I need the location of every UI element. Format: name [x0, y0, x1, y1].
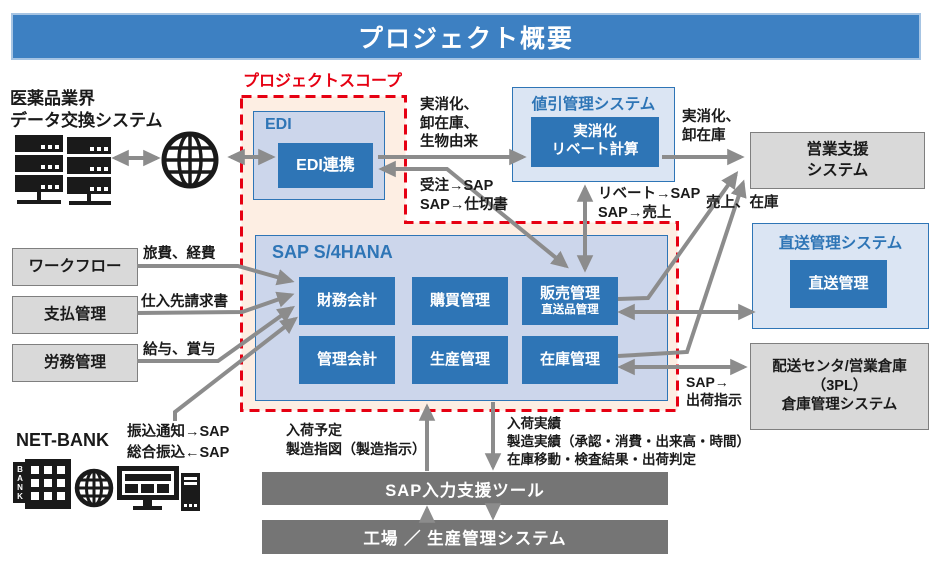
scope-label: プロジェクトスコープ [243, 73, 403, 90]
sap-module-finance: 財務会計 [299, 277, 395, 325]
sales-support-box: 営業支援 システム [750, 132, 925, 189]
label-labor-flow: 給与、賞与 [143, 342, 216, 358]
warehouse-box: 配送センタ/営業倉庫 （3PL） 倉庫管理システム [750, 343, 929, 430]
workflow-box: ワークフロー [12, 248, 138, 286]
label-rebate-to-sap: リベート→SAP SAP→売上 [598, 186, 701, 221]
direct-module: 直送管理 [790, 260, 887, 308]
sap-module-sales: 販売管理 直送品管理 [522, 277, 618, 325]
globe-icon [161, 131, 219, 189]
sap-module-sales-sub: 直送品管理 [541, 304, 599, 317]
label-order-to-sap: 受注→SAP SAP→仕切書 [420, 178, 508, 213]
label-workflow-flow: 旅費、経費 [143, 246, 216, 262]
label-ship-order: SAP→ 出荷指示 [686, 374, 742, 408]
edi-link-module: EDI連携 [278, 143, 373, 188]
direct-system-label: 直送管理システム [778, 235, 903, 252]
label-netbank-flows: 振込通知→SAP 総合振込←SAP [127, 424, 230, 462]
pharma-system-label: 医薬品業界 データ交換システム [10, 89, 163, 131]
netbank-label: NET-BANK [16, 430, 109, 450]
payment-box: 支払管理 [12, 296, 138, 334]
label-payment-flow: 仕入先請求書 [141, 294, 228, 310]
sap-module-production: 生産管理 [412, 336, 508, 384]
pharma-exchange-icons [15, 131, 219, 205]
discount-system-label: 値引管理システム [531, 96, 656, 113]
bank-sign: BANK [13, 462, 26, 503]
bank-building-icon [25, 459, 71, 509]
label-sales-inventory: 売上、在庫 [706, 195, 779, 211]
labor-box: 労務管理 [12, 344, 138, 382]
label-edi-to-rebate: 実消化、 卸在庫、 生物由来 [420, 97, 478, 151]
edi-panel-label: EDI [265, 116, 292, 133]
sap-module-inventory: 在庫管理 [522, 336, 618, 384]
page-title: プロジェクト概要 [11, 13, 921, 60]
rebate-calc-module: 実消化 リベート計算 [531, 117, 659, 167]
page-title-text: プロジェクト概要 [357, 24, 574, 53]
label-from-factory: 入荷実績 製造実績（承認・消費・出来高・時間） 在庫移動・検査結果・出荷判定 [507, 416, 750, 467]
sap-input-tool-bar: SAP入力支援ツール [262, 472, 668, 505]
sap-panel-label: SAP S/4HANA [272, 242, 393, 262]
globe-icon [74, 468, 114, 508]
computer-icon [117, 466, 200, 511]
sap-module-controlling: 管理会計 [299, 336, 395, 384]
netbank-icons [25, 459, 200, 511]
server-icon [15, 135, 111, 205]
sap-module-purchasing: 購買管理 [412, 277, 508, 325]
sap-module-sales-label: 販売管理 [539, 284, 600, 302]
factory-bar: 工場 ／ 生産管理システム [262, 520, 668, 554]
label-rebate-to-support: 実消化、 卸在庫 [682, 109, 740, 144]
label-to-factory: 入荷予定 製造指図（製造指示） [286, 422, 426, 457]
